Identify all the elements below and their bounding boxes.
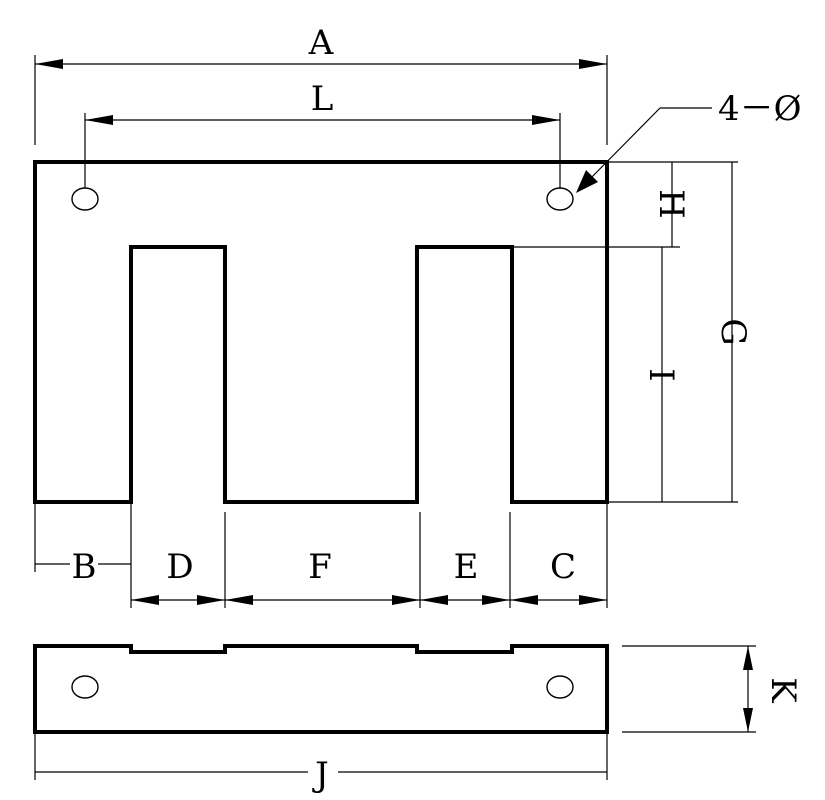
e-core-outline xyxy=(33,160,609,504)
i-bar-outline xyxy=(33,644,609,734)
label-d: D xyxy=(166,547,193,587)
label-f: F xyxy=(308,547,332,587)
dimension-a xyxy=(34,55,608,145)
dimension-chain-dfec xyxy=(131,595,607,605)
mounting-hole-top-right xyxy=(546,187,574,211)
label-a: A xyxy=(308,23,334,63)
mounting-hole-top-left xyxy=(71,187,99,211)
label-g: G xyxy=(713,318,753,345)
label-k: K xyxy=(763,677,803,703)
dimension-g xyxy=(670,161,738,503)
bottom-extension-lines xyxy=(34,502,608,608)
hole-callout-leader xyxy=(576,107,712,193)
label-l: L xyxy=(311,79,334,119)
label-h: H xyxy=(651,189,691,219)
mounting-hole-bar-left xyxy=(71,675,99,699)
label-j: J xyxy=(312,755,329,795)
label-b: B xyxy=(72,547,97,587)
dimension-j xyxy=(34,732,608,780)
label-hole-note: 4－Ø xyxy=(718,89,802,129)
dimension-k xyxy=(622,645,756,733)
label-c: C xyxy=(550,547,576,587)
label-e: E xyxy=(454,547,479,587)
mounting-hole-bar-right xyxy=(546,675,574,699)
dimension-h xyxy=(512,161,680,248)
dimension-i xyxy=(607,247,670,503)
label-i: I xyxy=(641,368,681,381)
dimension-l xyxy=(84,113,561,188)
